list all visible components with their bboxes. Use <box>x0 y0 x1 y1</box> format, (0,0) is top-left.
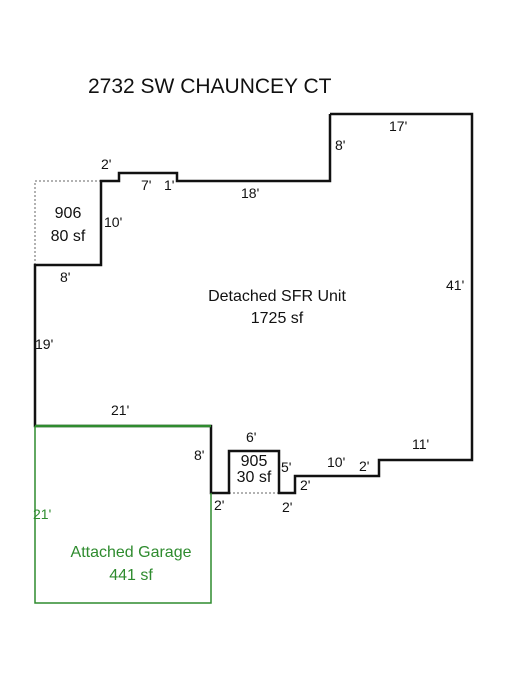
property-address-title: 2732 SW CHAUNCEY CT <box>88 75 332 98</box>
dimension-label: 8' <box>60 269 70 285</box>
main-unit-name: Detached SFR Unit <box>208 288 346 305</box>
garage-outline <box>34 426 212 604</box>
dimension-label: 41' <box>446 277 464 293</box>
dimension-label: 21' <box>33 506 51 522</box>
room-906-name: 906 <box>55 205 82 222</box>
dimension-label: 21' <box>111 402 129 418</box>
dimension-label: 7' <box>141 177 151 193</box>
room-905-name: 905 <box>241 453 268 470</box>
dimension-label: 10' <box>327 454 345 470</box>
dimension-label: 1' <box>164 177 174 193</box>
dimension-label: 2' <box>359 458 369 474</box>
room-905-area: 30 sf <box>237 469 272 486</box>
dimension-label: 18' <box>241 185 259 201</box>
room-906-dotted-boundary <box>34 180 101 265</box>
garage-area: 441 sf <box>109 567 153 584</box>
dimension-label: 8' <box>335 137 345 153</box>
dimension-label: 2' <box>300 477 310 493</box>
dimension-label: 6' <box>246 429 256 445</box>
dimension-label: 17' <box>389 118 407 134</box>
dimension-label: 11' <box>412 436 429 452</box>
dimension-label: 5' <box>281 459 291 475</box>
dimension-label: 8' <box>194 447 204 463</box>
dimension-label: 2' <box>101 156 111 172</box>
dimension-label: 19' <box>35 336 53 352</box>
garage-name: Attached Garage <box>71 544 192 561</box>
dimension-label: 2' <box>282 499 292 515</box>
room-906-area: 80 sf <box>51 228 86 245</box>
dimension-label: 10' <box>104 214 122 230</box>
dimension-label: 2' <box>214 497 224 513</box>
main-unit-area: 1725 sf <box>251 310 304 327</box>
